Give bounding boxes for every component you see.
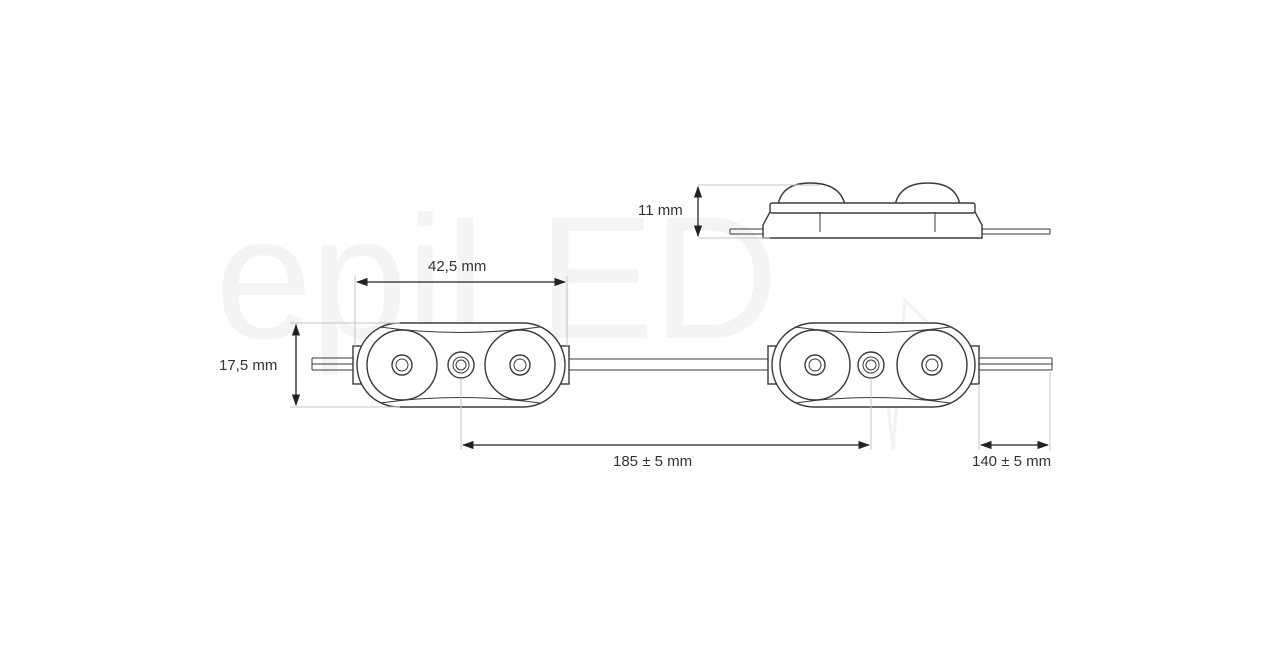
led-module-2 [767,322,980,408]
module-length-label: 42,5 mm [428,258,486,275]
lead-length-label: 140 ± 5 mm [972,453,1051,470]
led-module-1 [352,322,570,408]
side-view [729,182,1051,239]
module-width-label: 17,5 mm [219,357,277,374]
side-height-label: 11 mm [638,202,683,219]
cables [311,357,1053,371]
pitch-label: 185 ± 5 mm [613,453,692,470]
mount-hole-1 [447,351,475,379]
mount-hole-2 [857,351,885,379]
